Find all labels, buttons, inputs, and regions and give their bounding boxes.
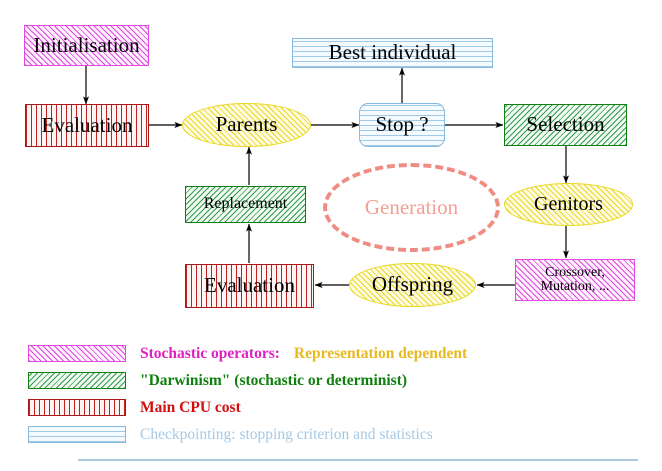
node-stop-label: Stop ? [375, 112, 429, 137]
node-genitors[interactable]: Genitors [504, 183, 633, 226]
node-parents-label: Parents [215, 112, 278, 137]
node-best-individual[interactable]: Best individual [292, 38, 493, 68]
node-crossover-mutation-label: Crossover, Mutation, ... [540, 264, 610, 294]
node-evaluation-bottom-label: Evaluation [204, 273, 295, 298]
node-best-individual-label: Best individual [328, 40, 457, 65]
node-selection-label: Selection [526, 112, 605, 137]
legend-swatch-red-vertical-hatch [28, 399, 126, 416]
node-parents[interactable]: Parents [182, 103, 311, 147]
node-evaluation-top-label: Evaluation [41, 112, 133, 137]
legend-label-darwinism: "Darwinism" (stochastic or determinist) [140, 371, 408, 389]
legend-label-main-cpu-cost: Main CPU cost [140, 398, 241, 416]
node-stop[interactable]: Stop ? [359, 103, 445, 147]
legend-row-checkpointing: Checkpointing: stopping criterion and st… [0, 421, 662, 448]
legend-text-secondary-0: Representation dependent [293, 344, 468, 362]
node-offspring-label: Offspring [371, 272, 454, 297]
legend-label-checkpointing: Checkpointing: stopping criterion and st… [140, 425, 433, 443]
node-selection[interactable]: Selection [504, 104, 627, 146]
node-crossover-mutation[interactable]: Crossover, Mutation, ... [515, 259, 635, 301]
node-generation: Generation [323, 163, 500, 252]
legend-label-stochastic-operators: Stochastic operators: Representation depe… [140, 345, 467, 363]
node-genitors-label: Genitors [534, 193, 603, 216]
node-evaluation-top[interactable]: Evaluation [25, 104, 149, 147]
legend-swatch-blue-horizontal-hatch [28, 426, 126, 443]
legend-row-darwinism: "Darwinism" (stochastic or determinist) [0, 367, 662, 394]
node-replacement[interactable]: Replacement [185, 186, 306, 223]
node-initialisation[interactable]: Initialisation [24, 25, 149, 66]
legend-text-primary-0: Stochastic operators: [140, 344, 280, 362]
legend-row-main-cpu-cost: Main CPU cost [0, 394, 662, 421]
legend-row-stochastic-operators: Stochastic operators: Representation depe… [0, 340, 662, 367]
node-initialisation-label: Initialisation [33, 32, 140, 57]
bottom-divider [78, 459, 638, 461]
legend-swatch-green-diagonal-hatch [28, 372, 126, 389]
legend-swatch-magenta-diagonal-hatch [28, 345, 126, 362]
node-replacement-label: Replacement [203, 195, 288, 213]
node-generation-label: Generation [364, 194, 459, 219]
node-evaluation-bottom[interactable]: Evaluation [185, 264, 314, 308]
node-offspring[interactable]: Offspring [349, 263, 476, 307]
legend: Stochastic operators: Representation depe… [0, 340, 662, 448]
